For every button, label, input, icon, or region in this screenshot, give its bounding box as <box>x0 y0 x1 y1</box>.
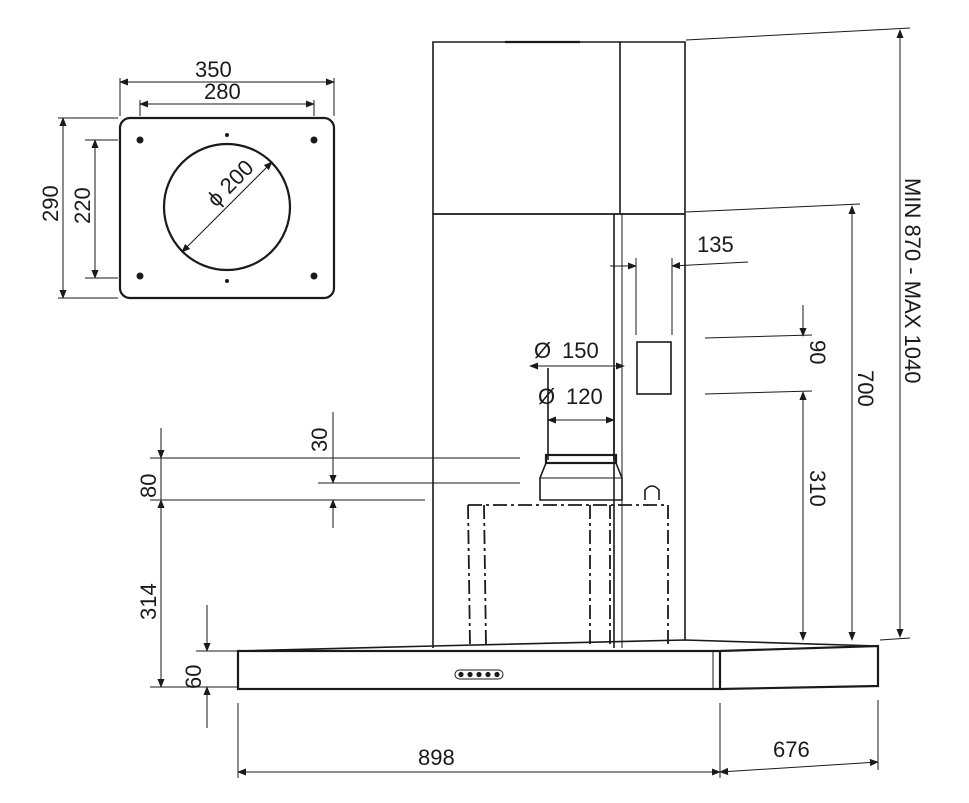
chimney <box>432 40 686 648</box>
ext-line <box>704 334 813 339</box>
dim-676 <box>719 758 879 776</box>
dim-120-label: 120 <box>566 384 603 409</box>
canopy-side <box>719 644 880 691</box>
right-dimensions: MIN 870 - MAX 1040 700 90 310 135 <box>610 27 925 641</box>
dim-150-label: 150 <box>562 338 599 363</box>
dim-676-label: 676 <box>773 737 810 762</box>
screw-hole <box>310 136 318 144</box>
dim-150-symbol: Ø <box>534 338 551 363</box>
dim-898-label: 898 <box>418 745 455 770</box>
dim-120-symbol: Ø <box>538 384 555 409</box>
dim-280-label: 280 <box>204 79 241 104</box>
duct-collar <box>539 368 660 501</box>
dim-80-label: 80 <box>136 474 161 498</box>
outlet-dimensions: Ø 150 Ø 120 <box>529 338 625 424</box>
bracket-window <box>636 341 672 395</box>
chimney-upper <box>432 41 686 215</box>
canopy <box>236 639 880 691</box>
dim-314-label: 314 <box>136 583 161 620</box>
dim-220-label: 220 <box>70 187 95 224</box>
ext-line <box>879 637 911 641</box>
ext-line <box>685 203 861 213</box>
canopy-front <box>236 649 722 691</box>
cable-clip <box>644 485 660 500</box>
screw-hole <box>310 272 318 280</box>
hole-diameter-line <box>181 161 273 253</box>
dim-chimney-range-label: MIN 870 - MAX 1040 <box>900 178 925 383</box>
dim-135-right <box>671 261 749 270</box>
dim-60-label: 60 <box>181 665 206 689</box>
center-mark <box>225 279 229 283</box>
screw-hole <box>136 136 144 144</box>
collar-body <box>539 462 623 501</box>
plate-hole <box>162 142 292 272</box>
dim-310-label: 310 <box>805 470 830 507</box>
mounting-plate: ϕ 200 350 280 290 220 <box>38 57 336 300</box>
dim-90-label: 90 <box>805 340 830 364</box>
plate-outline <box>118 116 336 300</box>
control-buttons <box>454 669 504 680</box>
dim-135-label: 135 <box>697 232 734 257</box>
hole-diameter-label: ϕ 200 <box>202 155 259 212</box>
canopy-top <box>237 639 879 652</box>
bottom-dimensions: 898 676 <box>237 700 879 778</box>
dim-700-label: 700 <box>853 370 878 407</box>
screw-hole <box>136 272 144 280</box>
left-dimensions: 30 80 314 60 <box>136 412 520 728</box>
dim-30-label: 30 <box>307 428 332 452</box>
ext-line <box>704 390 813 395</box>
collar-ring <box>544 453 618 465</box>
dim-350-label: 350 <box>195 57 232 82</box>
dim-290-label: 290 <box>38 185 63 222</box>
ext-line <box>685 27 911 41</box>
motor-housing-hidden <box>467 504 669 646</box>
center-mark <box>225 133 229 137</box>
